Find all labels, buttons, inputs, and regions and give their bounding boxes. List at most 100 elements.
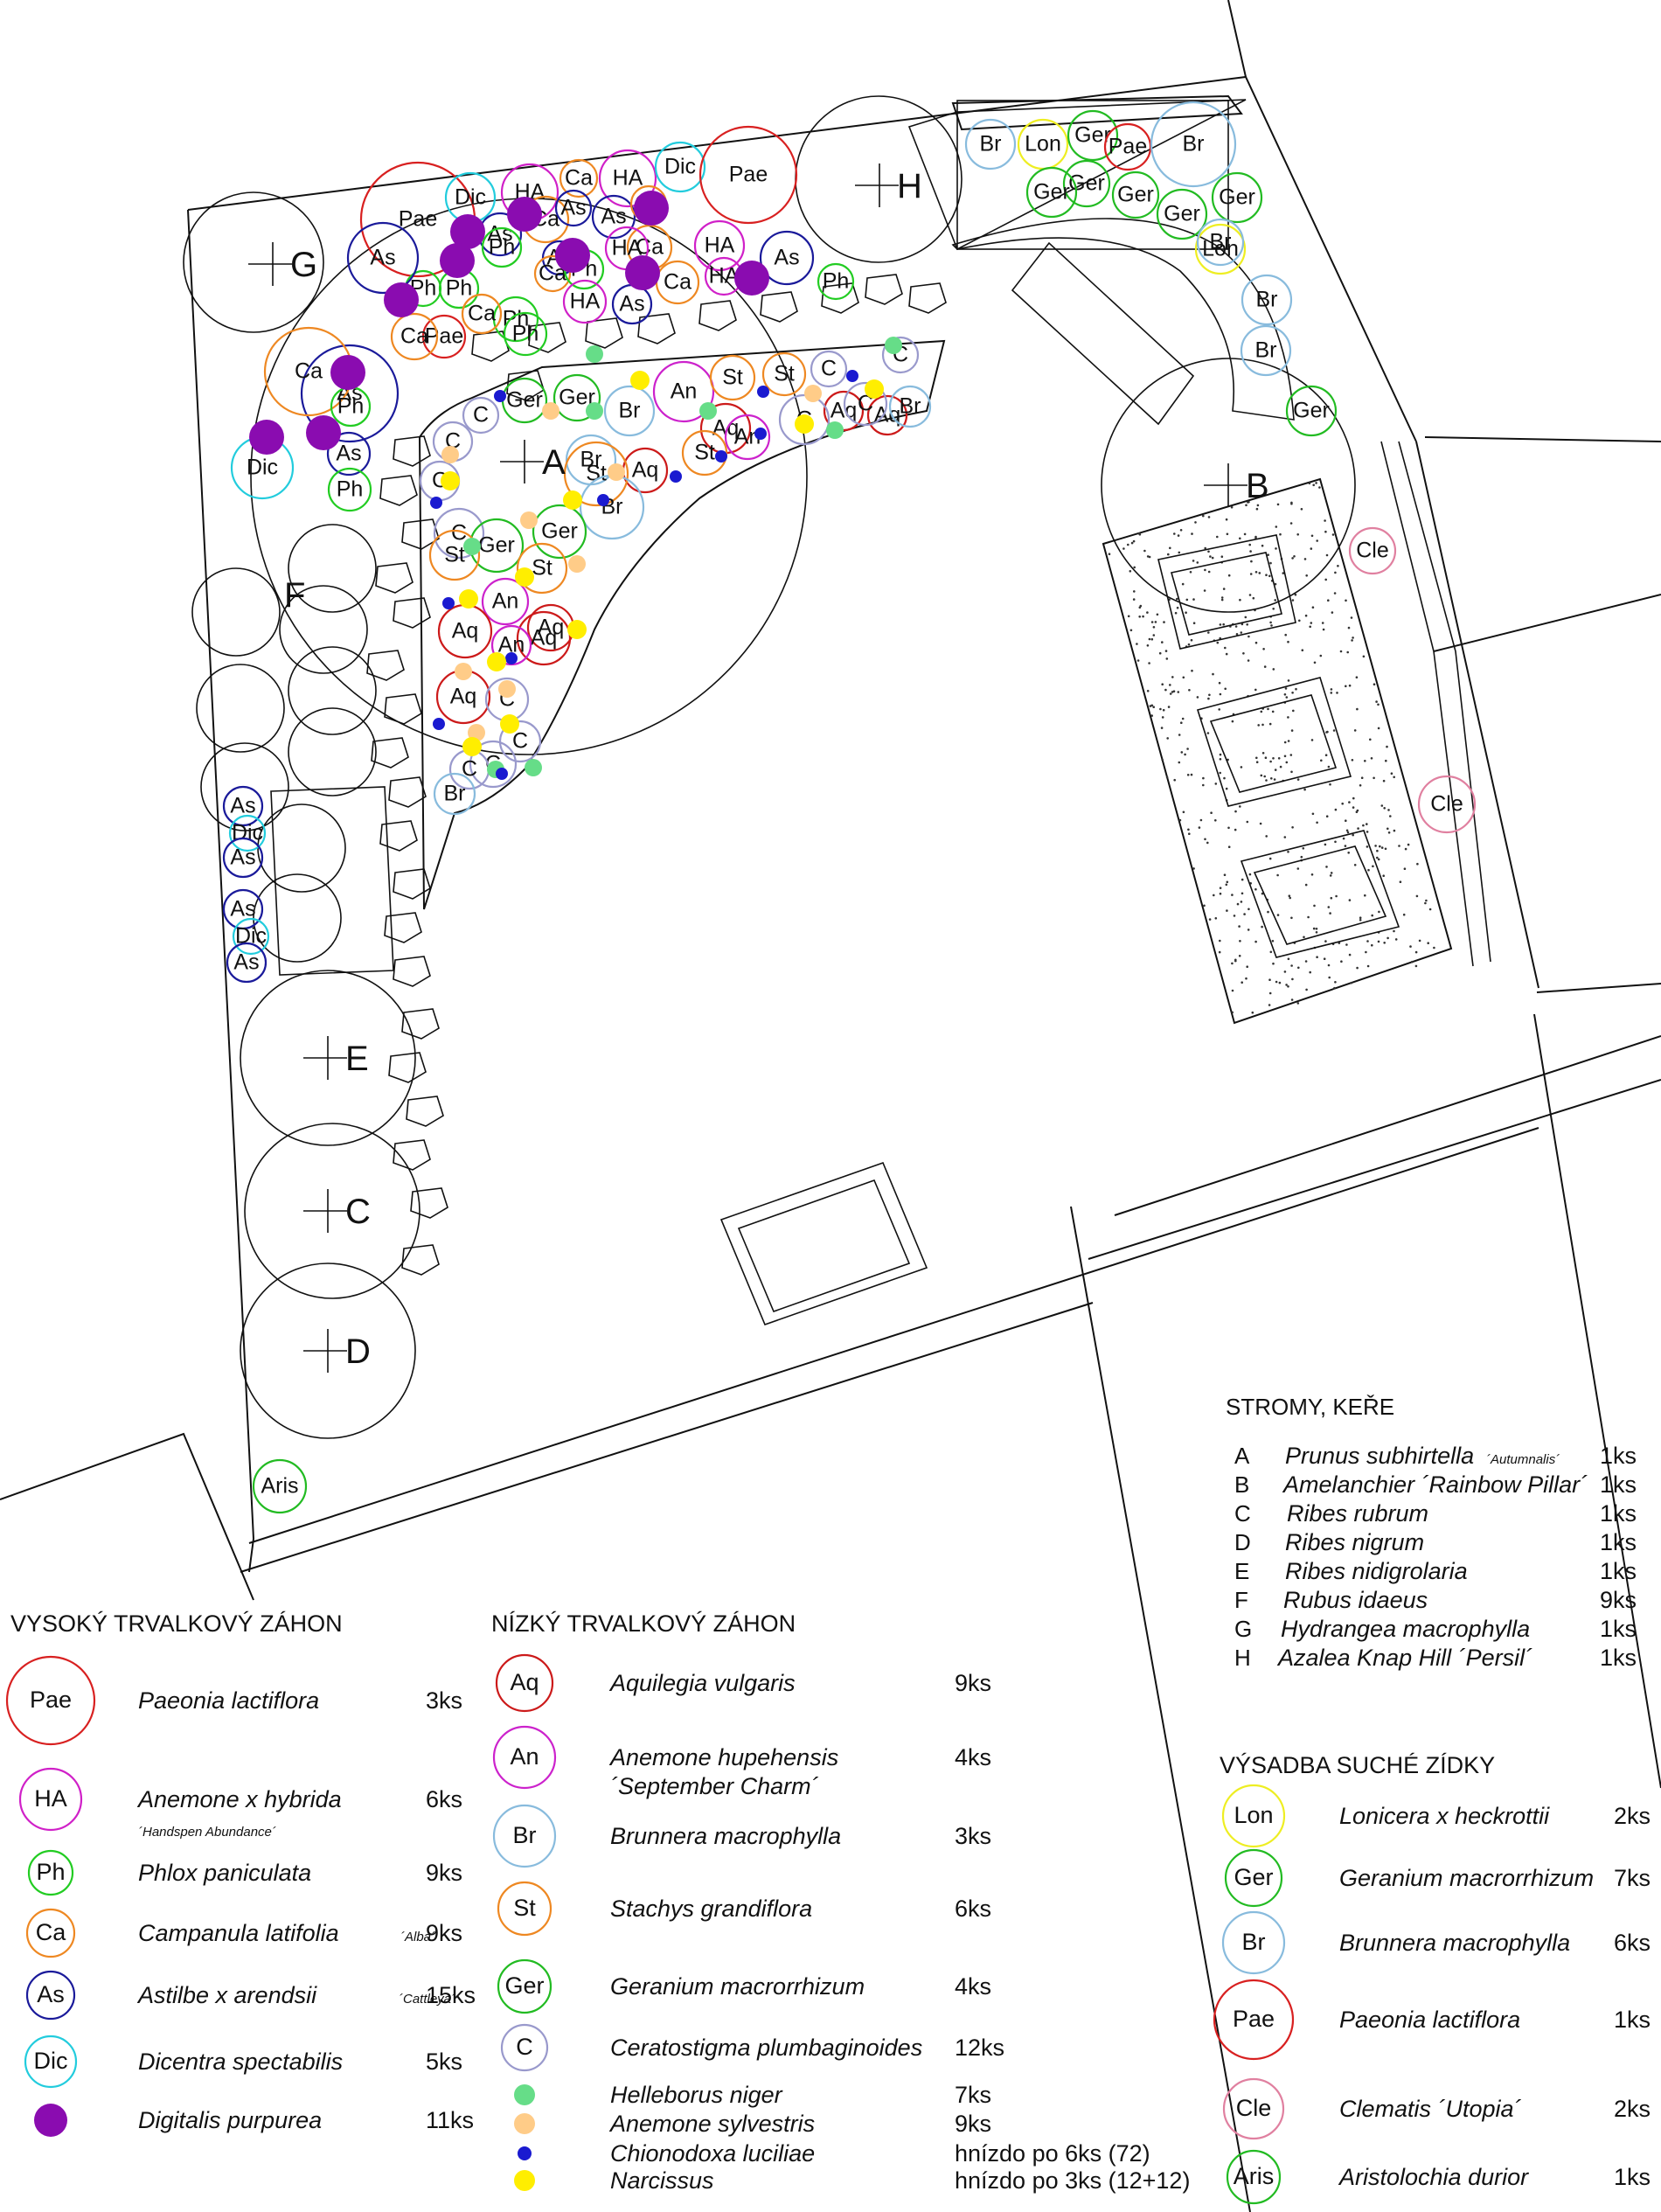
tree-row-name: Ribes nidigrolaria (1285, 1558, 1468, 1584)
tree-row-count: 1ks (1600, 1471, 1637, 1498)
gravel-dot (1352, 833, 1354, 837)
gravel-dot (1247, 659, 1250, 662)
gravel-dot (1164, 688, 1167, 692)
legend-plant-name: Clematis ´Utopia´ (1339, 2096, 1522, 2122)
plant-symbol-ger: Ger (501, 377, 548, 424)
gravel-dot (1389, 815, 1392, 817)
gravel-dot (1296, 867, 1300, 870)
bulb-marker (754, 428, 767, 440)
legend-symbol (24, 2035, 78, 2089)
gravel-dot (1129, 570, 1132, 573)
gravel-dot (1218, 681, 1221, 685)
gravel-dot (1366, 940, 1369, 943)
plant-code-label: Cle (1356, 539, 1389, 563)
plant-code-label: Ger (1117, 183, 1154, 207)
gravel-dot (1254, 688, 1257, 692)
plant-circle (1348, 526, 1397, 575)
tree-letter: D (345, 1332, 371, 1371)
gravel-dot (1181, 582, 1185, 586)
gravel-dot (1324, 519, 1326, 522)
gravel-dot (1407, 843, 1410, 846)
bulb-marker (249, 420, 284, 455)
bulb-marker (433, 718, 445, 730)
bulb-marker (462, 737, 482, 756)
plant-symbol-c: C (843, 381, 888, 427)
legend-symbol (27, 1849, 74, 1896)
gravel-dot (1227, 826, 1230, 830)
gravel-dot (1227, 574, 1231, 577)
gravel-dot (1225, 652, 1228, 656)
gravel-dot (1248, 543, 1251, 546)
stepping-stones (366, 274, 947, 1276)
legend-count: 15ks (426, 1982, 476, 2008)
plant-circle (1111, 170, 1160, 219)
plant-symbol-st: St (516, 542, 568, 595)
bulb-marker (494, 390, 506, 402)
gravel-dot (1203, 904, 1206, 908)
gravel-dot (1254, 535, 1257, 539)
gravel-dot (1269, 950, 1273, 954)
gravel-dot (1319, 654, 1323, 657)
plant-circle (681, 429, 728, 476)
gravel-dot (1148, 662, 1150, 664)
gravel-dot (1108, 553, 1111, 555)
plant-circle (761, 351, 807, 397)
gravel-dot (1242, 652, 1245, 655)
gravel-dot (1207, 631, 1210, 634)
legend-count: 9ks (955, 1670, 991, 1696)
plant-symbol-aq: Aq (526, 603, 575, 652)
gravel-dot (1231, 989, 1234, 992)
plant-symbol-c: C (810, 350, 848, 388)
plant-symbol-aris: Aris (252, 1458, 308, 1514)
legend-code: C (516, 2034, 533, 2060)
gravel-dot (1321, 622, 1324, 624)
gravel-dot (1285, 696, 1289, 699)
gravel-dot (1310, 873, 1314, 876)
gravel-dot (1185, 598, 1189, 602)
gravel-dot (1213, 894, 1215, 897)
stepping-stone (585, 317, 623, 349)
plant-code-label: St (722, 365, 743, 390)
gravel-dot (1318, 486, 1321, 489)
plant-symbol-as: As (222, 888, 264, 930)
bulb-marker (885, 337, 902, 354)
plant-symbol-as: As (554, 189, 593, 227)
gravel-dot (1393, 829, 1396, 832)
gravel-dot (1285, 761, 1289, 764)
tree-canopy (196, 664, 285, 753)
gravel-dot (1309, 625, 1311, 629)
tree-letter: B (1246, 467, 1269, 505)
gravel-dot (1204, 546, 1206, 550)
bulb-marker (608, 463, 625, 481)
legend-count: 7ks (1614, 1865, 1651, 1891)
tree-row-note: ´Autumnalis´ (1486, 1452, 1560, 1467)
gravel-dot (1348, 801, 1351, 803)
gravel-dot (1377, 858, 1380, 861)
legend-symbol (25, 1970, 76, 2021)
plant-symbol-br: Br (1241, 274, 1293, 326)
gravel-dot (1283, 755, 1287, 758)
gravel-dot (1300, 508, 1303, 511)
bulb-marker (459, 589, 478, 609)
legend-code: Br (1242, 1929, 1266, 1955)
plant-code-label: As (336, 442, 361, 466)
gravel-dot (1133, 566, 1136, 569)
plant-code-label: C (821, 357, 837, 381)
legend-plant-name: Brunnera macrophylla (610, 1823, 841, 1849)
gravel-dot (1324, 754, 1328, 756)
bulb-marker (505, 652, 518, 664)
plant-symbol-ger: Ger (532, 504, 587, 560)
gravel-dot (1370, 757, 1373, 760)
plant-symbol-aq: Aq (437, 603, 493, 659)
gravel-dot (1291, 826, 1294, 829)
gravel-dot (1169, 684, 1171, 686)
gravel-dot (1425, 899, 1428, 902)
gravel-dot (1219, 939, 1221, 943)
gravel-dot (1291, 599, 1295, 602)
legend-note: ´Alba´ (400, 1930, 435, 1944)
legend-code: An (510, 1743, 539, 1770)
plant-circle (810, 350, 848, 388)
gravel-dot (1324, 940, 1327, 943)
